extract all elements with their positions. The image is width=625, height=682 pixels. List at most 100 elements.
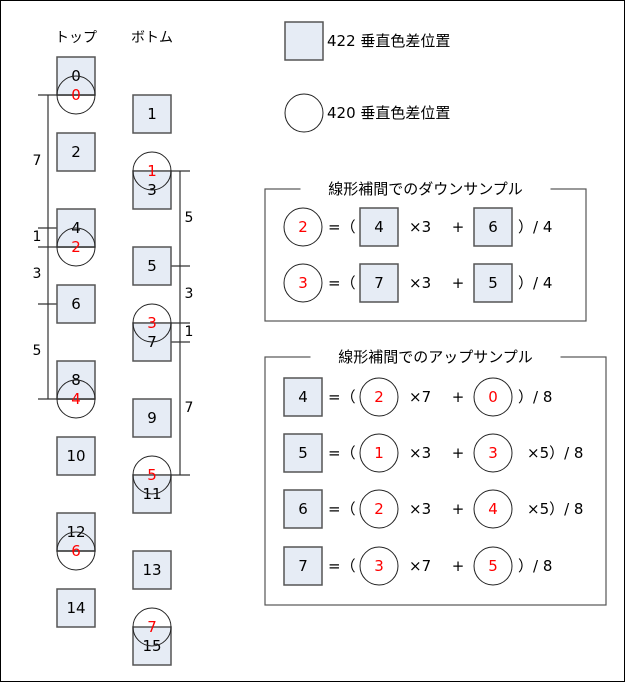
operand-a-label: 7 (374, 274, 384, 292)
top-field-label: トップ (55, 30, 97, 46)
lhs-label: 5 (298, 444, 308, 462)
legend-square-icon (284, 21, 324, 61)
plus-sign: + (452, 557, 465, 575)
lhs-sample (283, 377, 323, 417)
multiplier: ×3 (409, 444, 431, 462)
equals-paren: =（ (328, 557, 356, 575)
operand-a (359, 546, 399, 586)
operand-a (359, 433, 399, 473)
distance-label: 3 (33, 266, 42, 282)
legend-422-label: 422 垂直色差位置 (327, 32, 450, 50)
divisor: ）/ 4 (518, 218, 552, 236)
box-title: 線形補間でのダウンサンプル (328, 180, 523, 198)
distance-label: 7 (185, 400, 194, 416)
operand-a (359, 489, 399, 529)
operand-b-label: 6 (488, 218, 498, 236)
chroma-sample-label: 1 (147, 162, 157, 180)
lhs-label: 4 (298, 388, 308, 406)
luma-sample-bottom (132, 474, 172, 514)
plus-sign: + (452, 388, 465, 406)
equals-paren: =（ (328, 444, 356, 462)
luma-sample-label: 2 (71, 143, 81, 161)
lhs-sample (283, 207, 323, 247)
legend-420-label: 420 垂直色差位置 (327, 104, 450, 122)
lhs-sample (283, 489, 323, 529)
operand-b-label: 3 (488, 444, 498, 462)
divisor: ×5）/ 8 (527, 444, 583, 462)
luma-sample-bottom (132, 94, 172, 134)
chroma-sample-bottom (132, 607, 172, 647)
multiplier: ×3 (409, 274, 431, 292)
equals-paren: =（ (328, 388, 356, 406)
lhs-label: 6 (298, 500, 308, 518)
chroma-sample-bottom (132, 303, 172, 343)
operand-a-label: 2 (374, 500, 384, 518)
operand-b-label: 5 (488, 274, 498, 292)
operand-a-label: 1 (374, 444, 384, 462)
chroma-sample-label: 6 (71, 542, 81, 560)
luma-sample-top (56, 588, 96, 628)
luma-sample-label: 1 (147, 105, 157, 123)
operand-b (473, 433, 513, 473)
luma-sample-label: 13 (142, 561, 161, 579)
operand-a-label: 4 (374, 218, 384, 236)
chroma-sample-label: 5 (147, 466, 157, 484)
divisor: ×5）/ 8 (527, 500, 583, 518)
distance-label: 3 (185, 286, 194, 302)
luma-sample-label: 5 (147, 257, 157, 275)
luma-sample-top (56, 436, 96, 476)
operand-b (473, 489, 513, 529)
legend-circle-icon (284, 93, 324, 133)
chroma-sample-bottom (132, 455, 172, 495)
luma-sample-bottom (132, 398, 172, 438)
multiplier: ×7 (409, 388, 431, 406)
luma-sample-label: 6 (71, 295, 81, 313)
operand-b-label: 0 (488, 388, 498, 406)
bottom-field-label: ボトム (131, 30, 173, 46)
lhs-sample (283, 546, 323, 586)
operand-b-label: 4 (488, 500, 498, 518)
equals-paren: =（ (328, 500, 356, 518)
operand-b (473, 263, 513, 303)
distance-label: 5 (33, 343, 42, 359)
lhs-sample (283, 263, 323, 303)
operand-b-label: 5 (488, 557, 498, 575)
chroma-sample-bottom (132, 151, 172, 191)
operand-b (473, 377, 513, 417)
multiplier: ×3 (409, 500, 431, 518)
title-background (300, 179, 551, 199)
chroma-sample-label: 3 (147, 314, 157, 332)
plus-sign: + (452, 444, 465, 462)
plus-sign: + (452, 500, 465, 518)
distance-label: 1 (33, 229, 42, 245)
luma-sample-top (56, 132, 96, 172)
chroma-sample-label: 0 (71, 86, 81, 104)
plus-sign: + (452, 218, 465, 236)
distance-label: 1 (185, 324, 194, 340)
operand-a (359, 207, 399, 247)
lhs-sample (283, 433, 323, 473)
operand-a-label: 2 (374, 388, 384, 406)
operand-a (359, 263, 399, 303)
operand-a-label: 3 (374, 557, 384, 575)
luma-sample-label: 9 (147, 409, 157, 427)
luma-sample-label: 10 (66, 447, 85, 465)
lhs-label: 7 (298, 557, 308, 575)
divisor: ）/ 8 (518, 388, 552, 406)
multiplier: ×7 (409, 557, 431, 575)
plus-sign: + (452, 274, 465, 292)
luma-sample-bottom (132, 626, 172, 666)
distance-label: 7 (33, 153, 42, 169)
lhs-label: 3 (298, 274, 308, 292)
luma-sample-top (56, 284, 96, 324)
chroma-sample-label: 2 (71, 238, 81, 256)
divisor: ）/ 4 (518, 274, 552, 292)
equals-paren: =（ (328, 274, 356, 292)
operand-b (473, 207, 513, 247)
luma-sample-label: 14 (66, 599, 85, 617)
luma-sample-bottom (132, 246, 172, 286)
operand-a (359, 377, 399, 417)
